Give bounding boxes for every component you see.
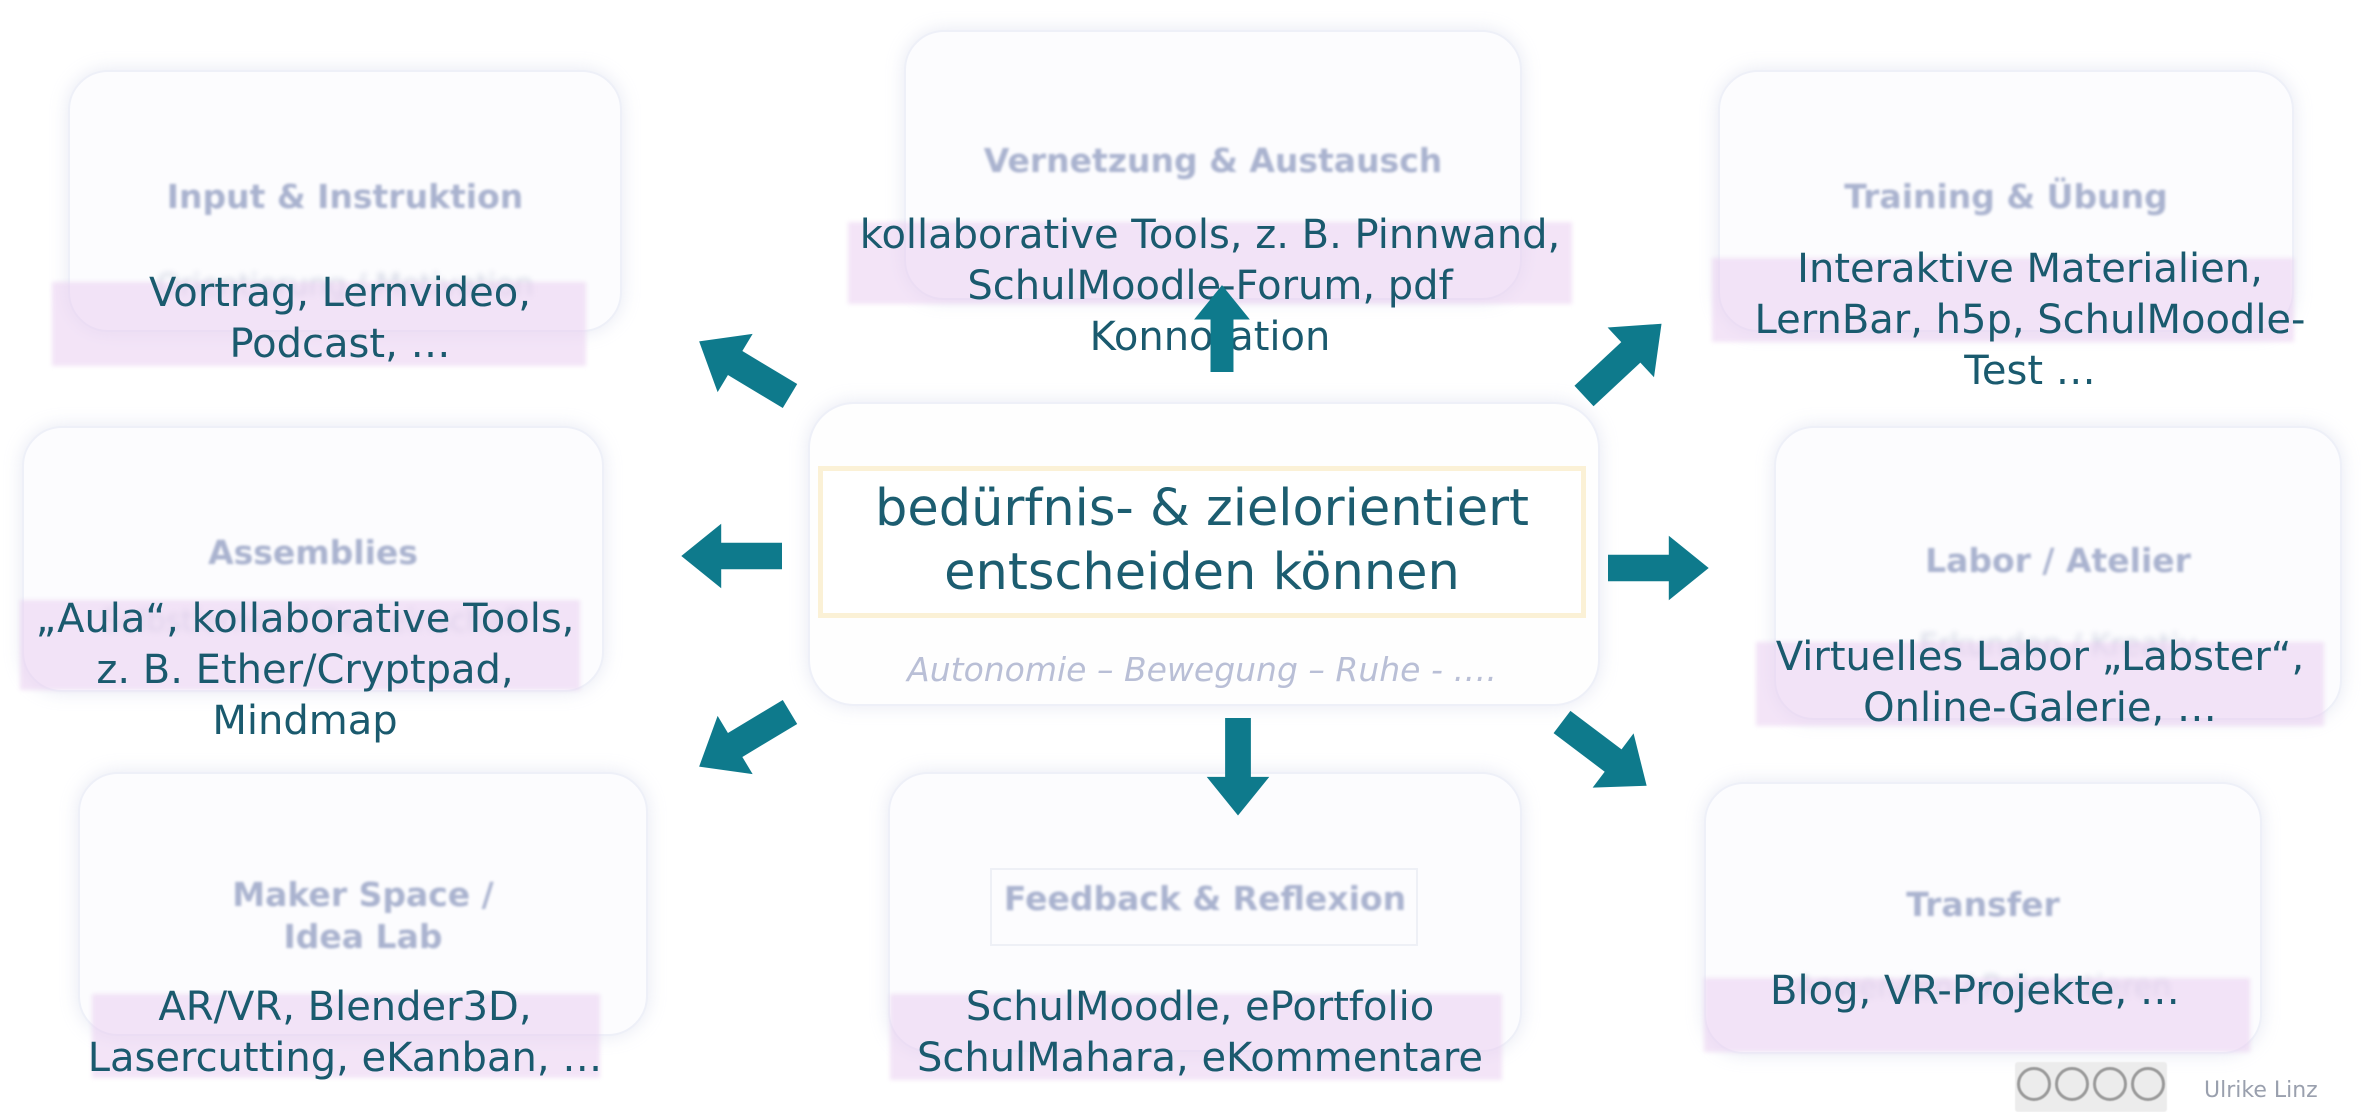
highlight-band — [92, 994, 600, 1078]
box-title: Input & Instruktion — [166, 177, 524, 216]
tool-line: Lasercutting, eKanban, … — [87, 1034, 603, 1081]
sa-circle-icon — [2131, 1067, 2165, 1101]
nc-circle-icon — [2093, 1067, 2127, 1101]
author-name: Ulrike Linz — [2204, 1078, 2318, 1103]
creative-commons-by-nc-sa-icon — [2015, 1062, 2167, 1112]
by-circle-icon — [2055, 1067, 2089, 1101]
highlight-band — [1756, 642, 2324, 726]
cc-circle-icon — [2017, 1067, 2051, 1101]
box-tools-text: „Aula“, kollaborative Tools, z. B. Ether… — [8, 594, 602, 746]
box-tools-text: Virtuelles Labor „Labster“, Online-Galer… — [1720, 632, 2360, 734]
box-tools-text: Blog, VR-Projekte, … — [1700, 966, 2250, 1017]
tool-line: LernBar, h5p, SchulMoodle- — [1754, 296, 2306, 343]
arrow-to-transfer — [1541, 694, 1668, 813]
arrow-to-assemblies — [681, 523, 782, 589]
box-tools-text: kollaborative Tools, z. B. Pinnwand, Sch… — [830, 210, 1590, 362]
tool-line: z. B. Ether/Cryptpad, — [96, 646, 514, 693]
arrow-to-input — [681, 312, 808, 426]
box-tools-text: Vortrag, Lernvideo, Podcast, … — [60, 268, 620, 370]
tool-line: Blog, VR-Projekte, … — [1770, 968, 2180, 1014]
box-title-line: Maker Space / — [232, 875, 494, 914]
tool-line: SchulMoodle, ePortfolio — [965, 984, 1435, 1030]
box-title-line: Idea Lab — [283, 916, 443, 956]
box-tools-text: SchulMoodle, ePortfolio SchulMahara, eKo… — [860, 982, 1540, 1084]
arrow-to-feedback — [1206, 718, 1270, 816]
arrow-to-maker — [681, 682, 808, 796]
tool-line: SchulMahara, eKommentare — [916, 1034, 1484, 1081]
tool-line: Vortrag, Lernvideo, — [149, 270, 531, 316]
box-title: Feedback & Reflexion — [1003, 879, 1407, 918]
center-title: bedürfnis- & zielorientiert entscheiden … — [818, 477, 1586, 605]
tool-line: AR/VR, Blender3D, — [158, 984, 532, 1030]
highlight-band — [1712, 258, 2294, 342]
tool-line: Konnotation — [1089, 313, 1331, 360]
arrow-to-training — [1560, 298, 1685, 421]
center-subtitle: Autonomie – Bewegung – Ruhe - …. — [907, 650, 1497, 689]
tool-line: Podcast, … — [229, 320, 451, 367]
highlight-band — [848, 222, 1572, 304]
tool-line: kollaborative Tools, z. B. Pinnwand, — [859, 212, 1561, 258]
box-title: Assemblies — [208, 533, 418, 572]
tool-line: Virtuelles Labor „Labster“, — [1775, 634, 2305, 680]
box-title: Training & Übung — [1844, 177, 2168, 216]
center-frame — [818, 466, 1586, 618]
inner-frame — [990, 868, 1418, 946]
tool-line: Test … — [1964, 347, 2096, 394]
box-tools-text: AR/VR, Blender3D, Lasercutting, eKanban,… — [40, 982, 650, 1084]
box-title: Labor / Atelier — [1925, 541, 2191, 580]
arrow-to-labor — [1608, 535, 1709, 601]
arrow-to-vernetzung — [1194, 285, 1250, 372]
highlight-band — [1704, 978, 2250, 1052]
tool-line: Interaktive Materialien, — [1797, 246, 2263, 292]
box-title: Maker Space / Idea Lab — [80, 874, 646, 957]
highlight-band — [52, 282, 586, 366]
box-title: Vernetzung & Austausch — [983, 141, 1443, 180]
tool-line: Online-Galerie, … — [1863, 684, 2217, 731]
box-maker-space: Maker Space / Idea Lab — [78, 772, 648, 1036]
highlight-band — [890, 994, 1502, 1080]
highlight-band — [20, 600, 580, 690]
tool-line: „Aula“, kollaborative Tools, — [35, 596, 575, 642]
tool-line: Mindmap — [212, 697, 398, 744]
box-tools-text: Interaktive Materialien, LernBar, h5p, S… — [1700, 244, 2360, 396]
box-title: Transfer — [1906, 885, 2060, 924]
center-title-line: entscheiden können — [944, 542, 1460, 602]
center-title-line: bedürfnis- & zielorientiert — [874, 479, 1530, 538]
